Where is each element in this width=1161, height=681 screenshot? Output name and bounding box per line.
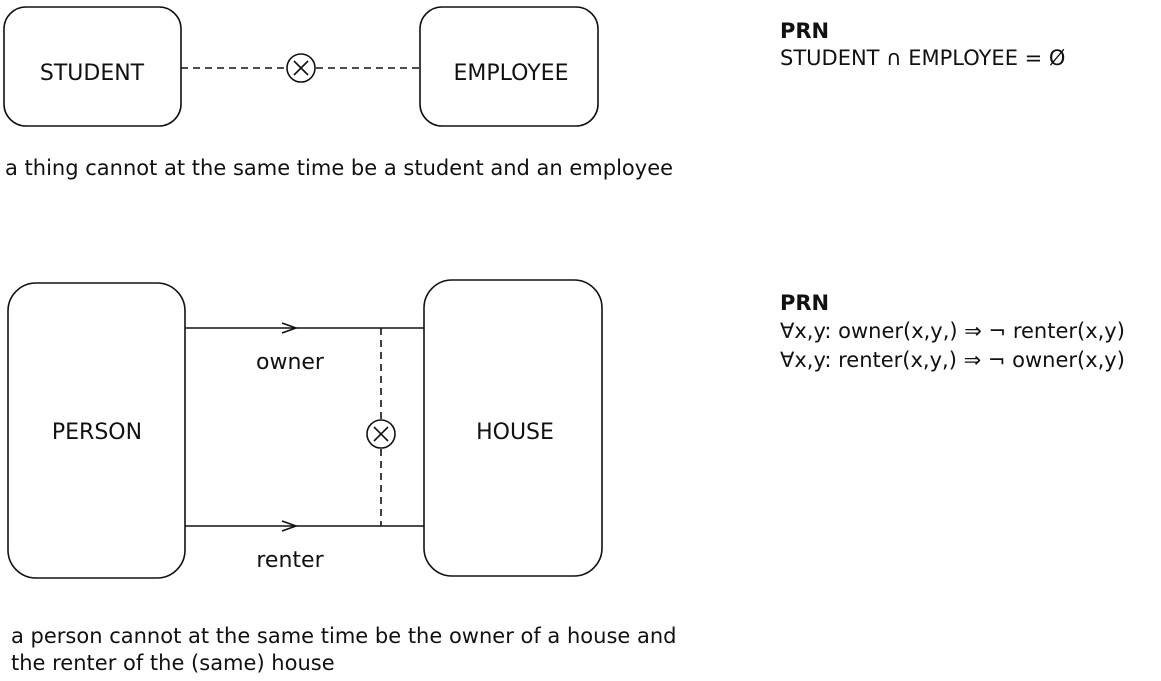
entity-label-house: HOUSE: [476, 420, 554, 445]
relation-label-owner: owner: [256, 350, 325, 375]
entity-label-student: STUDENT: [40, 61, 145, 86]
prn-formula-2a: ∀x,y: owner(x,y,) ⇒ ¬ renter(x,y): [780, 319, 1125, 343]
caption-diagram-1: a thing cannot at the same time be a stu…: [5, 156, 674, 180]
diagram-2: PERSON HOUSE owner renter: [7, 279, 603, 579]
exclusion-circle-icon: [366, 419, 396, 449]
relation-label-renter: renter: [256, 548, 324, 573]
prn-title-1: PRN: [780, 19, 830, 43]
exclusion-circle-icon: [286, 53, 316, 83]
entity-box-house: [423, 279, 603, 577]
entity-label-employee: EMPLOYEE: [454, 61, 569, 86]
entity-label-person: PERSON: [52, 420, 142, 445]
prn-formula-2b: ∀x,y: renter(x,y,) ⇒ ¬ owner(x,y): [780, 348, 1125, 372]
caption-diagram-2-line-1: a person cannot at the same time be the …: [11, 624, 677, 648]
entity-box-person: [7, 282, 186, 579]
arrowhead-icon: [281, 322, 299, 334]
prn-title-2: PRN: [780, 291, 830, 315]
prn-formula-1: STUDENT ∩ EMPLOYEE = Ø: [780, 46, 1066, 70]
arrowhead-icon: [281, 520, 299, 532]
caption-diagram-2-line-2: the renter of the (same) house: [11, 651, 335, 675]
entity-box-employee: [419, 6, 599, 127]
diagram-1: STUDENT EMPLOYEE: [3, 6, 599, 127]
entity-box-student: [3, 6, 182, 127]
